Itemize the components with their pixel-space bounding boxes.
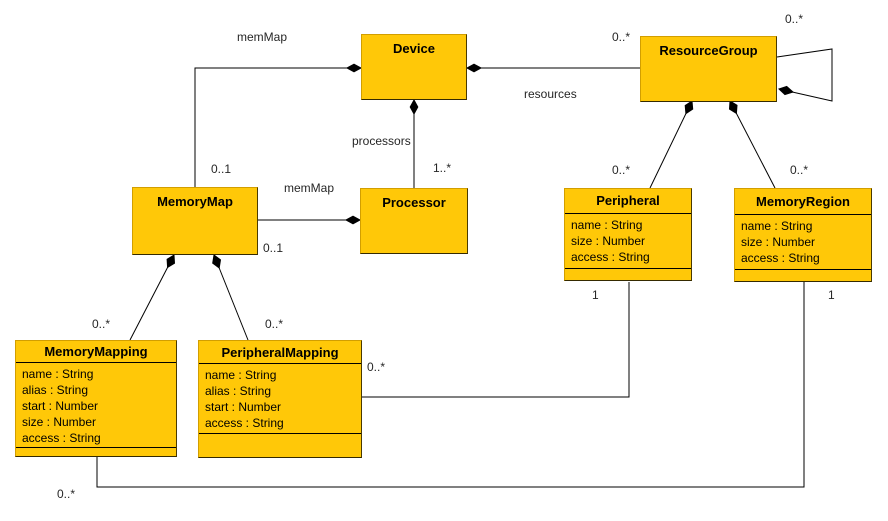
attribute: size : Number xyxy=(741,235,816,249)
composition-diamond xyxy=(465,63,483,73)
class-title: Processor xyxy=(382,195,446,210)
attribute-compartment: name : String size : Number access : Str… xyxy=(565,214,691,269)
composition-diamond xyxy=(166,254,176,269)
association-label: memMap xyxy=(237,30,288,44)
attribute: start : Number xyxy=(22,399,99,413)
attribute: access : String xyxy=(571,250,650,264)
multiplicity-label: 0..* xyxy=(612,30,631,44)
multiplicity-label: 1 xyxy=(592,288,599,302)
multiplicity-label: 0..* xyxy=(92,317,111,331)
composition-diamond xyxy=(778,85,794,96)
attribute: start : Number xyxy=(205,400,282,414)
class-processor: Processor xyxy=(360,188,468,254)
multiplicity-label: 0..* xyxy=(265,317,284,331)
composition-diamond xyxy=(212,254,222,269)
multiplicity-label: 0..1 xyxy=(263,241,284,255)
multiplicity-label: 0..1 xyxy=(211,162,232,176)
multiplicity-label: 0..* xyxy=(57,487,76,501)
class-title: Device xyxy=(393,41,435,56)
multiplicity-label: 0..* xyxy=(790,163,809,177)
attribute-compartment: name : String alias : String start : Num… xyxy=(199,364,361,434)
attribute: access : String xyxy=(205,416,284,430)
multiplicity-label: 1..* xyxy=(433,161,452,175)
association-label: processors xyxy=(352,134,411,148)
composition-diamond xyxy=(344,215,362,225)
composition-diamond xyxy=(409,98,419,116)
attribute: name : String xyxy=(205,368,277,382)
attribute: name : String xyxy=(22,367,94,381)
edge-memorymap-memorymapping xyxy=(129,254,175,341)
class-title: Peripheral xyxy=(565,189,691,214)
attribute: access : String xyxy=(741,251,820,265)
association-label: resources xyxy=(524,87,577,101)
class-device: Device xyxy=(361,34,467,100)
class-memoryregion: MemoryRegion name : String size : Number… xyxy=(734,188,872,282)
class-title: MemoryMapping xyxy=(16,341,176,363)
class-memorymapping: MemoryMapping name : String alias : Stri… xyxy=(15,340,177,457)
attribute-compartment: name : String size : Number access : Str… xyxy=(735,215,871,270)
edge-rg-self xyxy=(776,48,833,102)
class-title: ResourceGroup xyxy=(659,43,758,58)
edge-peripheralmapping-peripheral xyxy=(362,282,630,398)
edge-rg-memoryregion xyxy=(729,100,776,189)
attribute: size : Number xyxy=(22,415,97,429)
class-resourcegroup: ResourceGroup xyxy=(640,36,777,102)
attribute: access : String xyxy=(22,431,101,445)
multiplicity-label: 0..* xyxy=(367,360,386,374)
attribute: size : Number xyxy=(571,234,646,248)
class-title: PeripheralMapping xyxy=(199,341,361,364)
multiplicity-label: 1 xyxy=(828,288,835,302)
attribute: name : String xyxy=(571,218,643,232)
attribute-compartment: name : String alias : String start : Num… xyxy=(16,363,176,448)
attribute: alias : String xyxy=(22,383,89,397)
class-title: MemoryRegion xyxy=(735,189,871,215)
class-peripheralmapping: PeripheralMapping name : String alias : … xyxy=(198,340,362,458)
multiplicity-label: 0..* xyxy=(785,12,804,26)
class-memorymap: MemoryMap xyxy=(132,187,258,255)
association-label: memMap xyxy=(284,181,335,195)
edge-memmap-device xyxy=(194,67,361,187)
class-peripheral: Peripheral name : String size : Number a… xyxy=(564,188,692,281)
composition-diamond xyxy=(728,100,738,115)
multiplicity-label: 0..* xyxy=(612,163,631,177)
composition-diamond xyxy=(684,100,694,115)
class-title: MemoryMap xyxy=(157,194,233,209)
attribute: alias : String xyxy=(205,384,272,398)
edge-rg-peripheral xyxy=(649,100,693,189)
composition-diamond xyxy=(345,63,363,73)
edge-memorymap-peripheralmapping xyxy=(213,254,249,341)
attribute: name : String xyxy=(741,219,813,233)
edge-memorymapping-memoryregion xyxy=(96,282,805,488)
